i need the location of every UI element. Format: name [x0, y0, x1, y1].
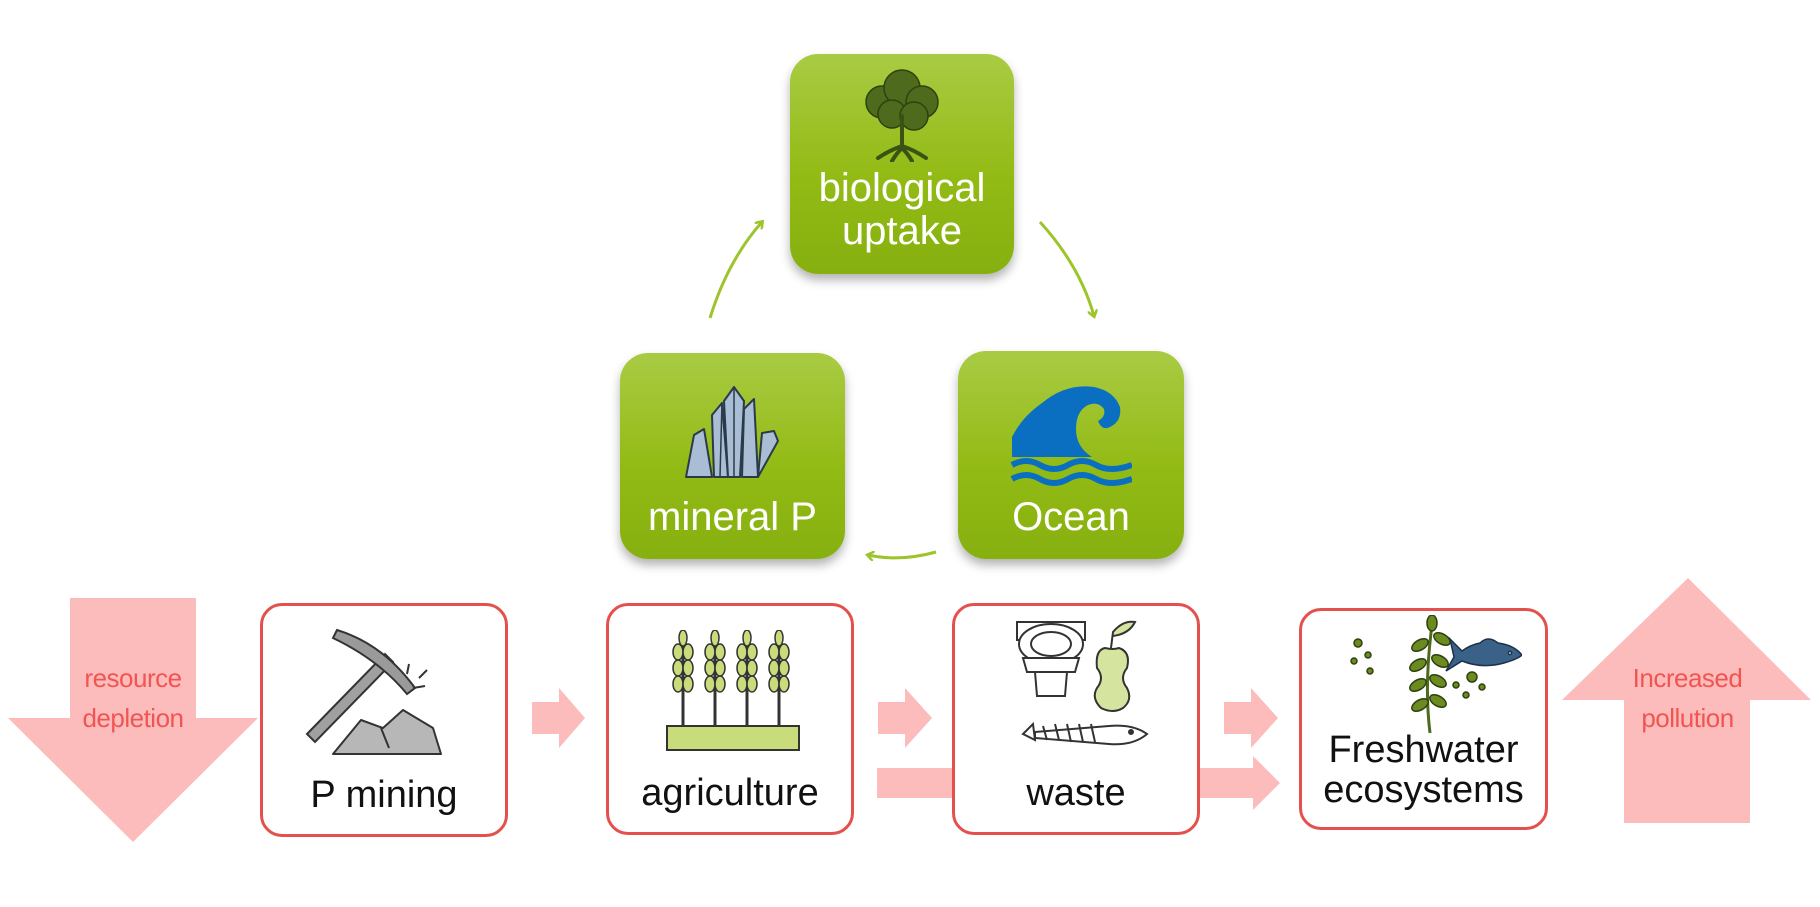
resource-depletion-line2: depletion — [82, 703, 184, 733]
resource-depletion-label: resource depletion — [58, 658, 208, 738]
agriculture-box: agriculture — [606, 603, 854, 835]
waste-box: waste — [952, 603, 1200, 835]
increased-pollution-line2: pollution — [1641, 703, 1734, 733]
wave-icon — [1010, 386, 1132, 486]
pickaxe-icon — [305, 628, 442, 755]
freshwater-ecosystems-line2: ecosystems — [1323, 769, 1524, 811]
aquatic-plant-fish-icon — [1350, 615, 1522, 734]
ocean-label: Ocean — [1012, 495, 1130, 539]
cycle-arrow-uptake-to-ocean — [1038, 220, 1094, 316]
biological-uptake-line1: biological — [818, 166, 986, 210]
pollution-up-arrow — [1562, 578, 1811, 823]
increased-pollution-line1: Increased — [1632, 663, 1743, 693]
mineral-p-label: mineral P — [648, 495, 817, 539]
increased-pollution-label: Increased pollution — [1610, 658, 1765, 738]
flow-arrow-waste-freshwater-top — [1224, 688, 1278, 748]
p-mining-label: P mining — [310, 774, 458, 816]
wheat-icon — [666, 630, 800, 751]
flow-arrow-agriculture-bypass — [877, 768, 952, 798]
flow-arrow-waste-freshwater-bottom — [1200, 756, 1280, 810]
freshwater-ecosystems-box: Freshwater ecosystems — [1299, 608, 1548, 830]
flow-arrow-agriculture-waste — [878, 688, 932, 748]
cycle-arrow-ocean-to-mineral — [868, 552, 937, 558]
tree-icon — [865, 69, 939, 162]
freshwater-ecosystems-line1: Freshwater — [1328, 729, 1519, 771]
waste-label: waste — [1026, 772, 1126, 814]
agriculture-label: agriculture — [641, 772, 819, 814]
flow-arrow-mining-agriculture — [532, 688, 585, 748]
biological-uptake-line2: uptake — [841, 209, 963, 253]
mineral-p-box: mineral P — [620, 353, 845, 559]
crystal-icon — [685, 386, 779, 478]
p-mining-box: P mining — [260, 603, 508, 837]
ocean-box: Ocean — [958, 351, 1184, 559]
biological-uptake-box: biological uptake — [790, 54, 1014, 274]
cycle-arrow-mineral-to-uptake — [708, 222, 762, 319]
toilet-food-waste-icon — [1016, 620, 1149, 746]
resource-depletion-line1: resource — [84, 663, 182, 693]
depletion-down-arrow — [8, 598, 258, 842]
